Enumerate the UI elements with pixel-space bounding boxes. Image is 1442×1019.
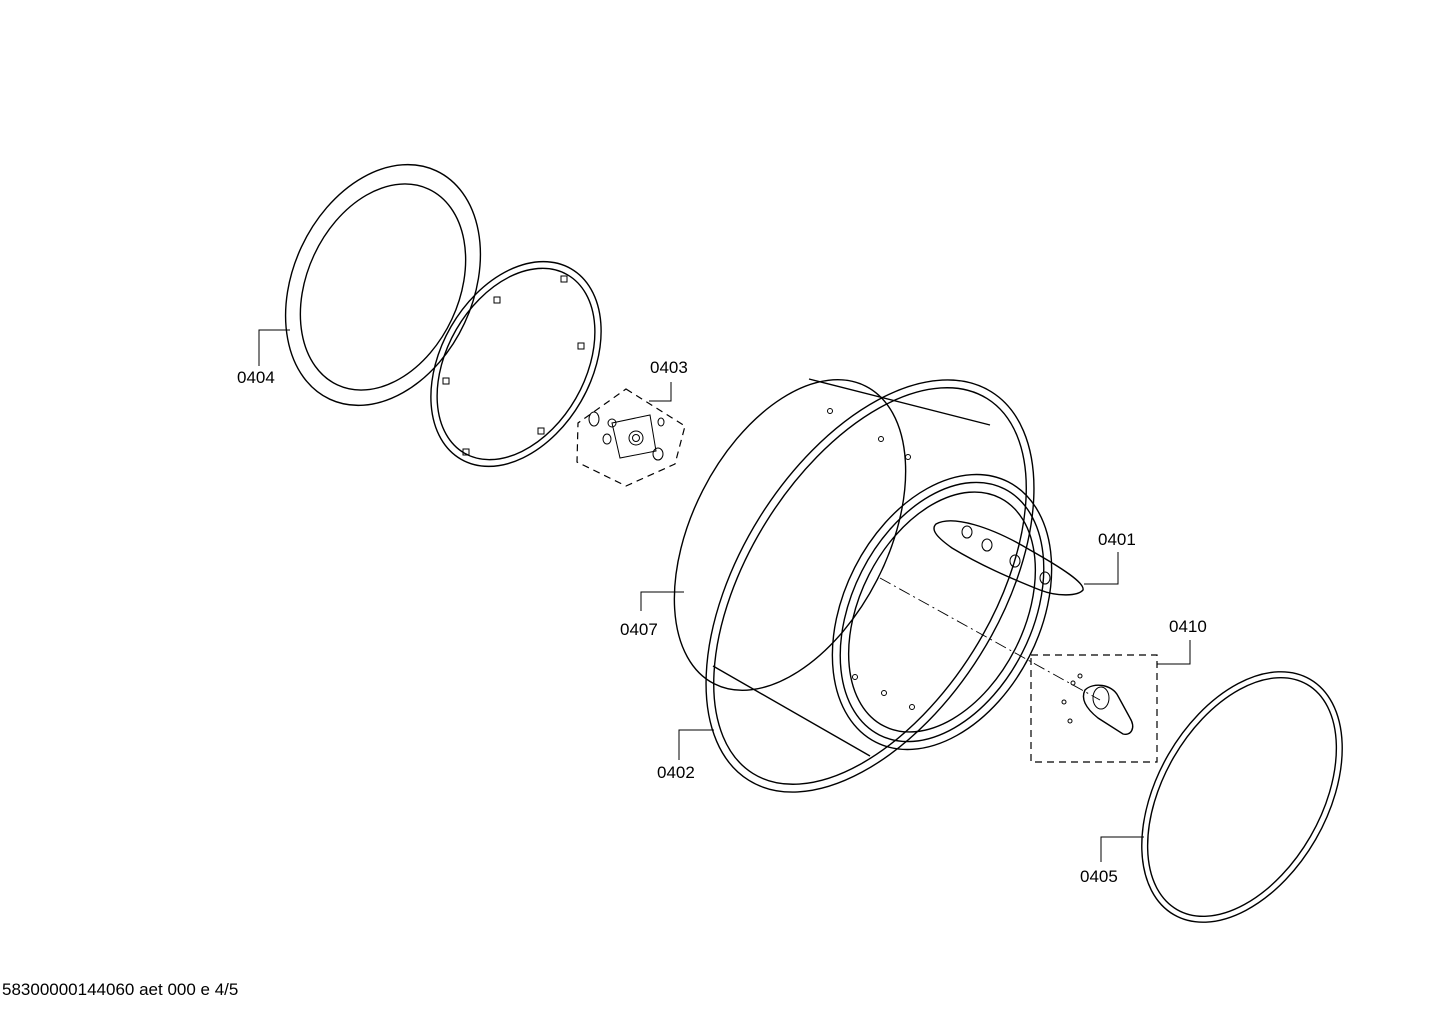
leader-0402 (678, 729, 714, 760)
clamp-ring (430, 260, 602, 468)
label-0402[interactable]: 0402 (657, 763, 695, 782)
leader-0403 (649, 382, 672, 402)
part-0404-seal-ring[interactable] (248, 133, 518, 437)
document-id: 58300000144060 aet 000 e 4/5 (2, 980, 239, 999)
label-0407[interactable]: 0407 (620, 620, 658, 639)
label-0403[interactable]: 0403 (650, 358, 688, 377)
label-0401[interactable]: 0401 (1098, 530, 1136, 549)
part-0407-drum[interactable] (627, 342, 1096, 787)
part-0405-rear-seal[interactable] (1100, 637, 1383, 958)
label-0410[interactable]: 0410 (1169, 617, 1207, 636)
axis-line (879, 577, 1101, 701)
label-0404[interactable]: 0404 (237, 368, 275, 387)
leader-0410 (1157, 640, 1191, 665)
part-0410-shaft-kit[interactable] (1030, 654, 1158, 763)
part-0402-drum-belt[interactable] (638, 323, 1101, 849)
leader-0401 (1084, 552, 1119, 585)
label-0405[interactable]: 0405 (1080, 867, 1118, 886)
leader-0407 (640, 591, 684, 611)
leader-0404 (258, 329, 290, 366)
part-0401-baffle[interactable] (933, 520, 1084, 596)
part-0403-bearing-kit[interactable] (576, 388, 686, 487)
leader-0405 (1100, 836, 1144, 862)
